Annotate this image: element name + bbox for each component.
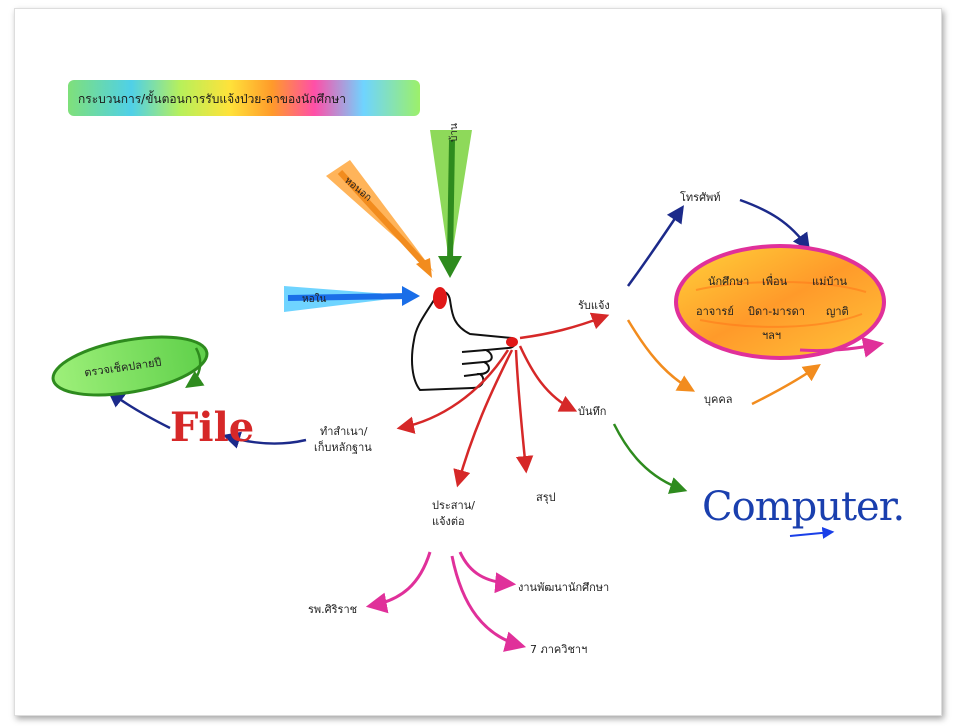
group-row2-c: ญาติ xyxy=(826,305,849,318)
label-computer: Computer. xyxy=(702,484,905,530)
arrow-to-coordinate xyxy=(453,349,514,488)
arrow-to-departments xyxy=(450,555,527,652)
arrow-phone-to-group xyxy=(739,198,810,251)
group-row1-c: แม่บ้าน xyxy=(812,275,848,288)
arrow-dorm-outside xyxy=(326,160,434,278)
label-phone: โทรศัพท์ xyxy=(680,191,721,204)
people-group-oval xyxy=(674,244,886,360)
label-file: File xyxy=(170,404,255,451)
title-highlight xyxy=(68,80,420,116)
arrow-to-person xyxy=(626,319,696,392)
label-coordinate-1: ประสาน/ xyxy=(432,499,475,512)
diagram-title: กระบวนการ/ขั้นตอนการรับแจ้งป่วย-ลาของนัก… xyxy=(78,92,347,106)
label-person: บุคคล xyxy=(704,393,733,406)
label-coordinate-2: แจ้งต่อ xyxy=(432,515,465,528)
label-dorm-inside: หอใน xyxy=(302,294,327,305)
label-departments: 7 ภาควิชาฯ xyxy=(530,643,588,656)
arrow-to-copy xyxy=(396,349,510,434)
arrow-to-hospital xyxy=(365,551,432,614)
arrow-person-to-group xyxy=(751,363,821,406)
arrow-to-check xyxy=(107,389,171,430)
arrow-to-phone xyxy=(626,205,684,287)
arrow-to-report xyxy=(519,312,610,340)
label-summary: สรุป xyxy=(536,491,556,504)
arrow-to-file xyxy=(222,431,307,449)
arrow-to-record xyxy=(518,345,578,412)
group-row2-b: บิดา-มารดา xyxy=(748,305,805,318)
label-report: รับแจ้ง xyxy=(578,299,610,312)
arrow-to-student-dev xyxy=(458,551,517,594)
group-row3: ฯลฯ xyxy=(762,329,782,342)
pointing-hand-icon xyxy=(411,287,518,392)
arrow-to-computer xyxy=(612,423,688,494)
group-row2-a: อาจารย์ xyxy=(696,305,734,318)
label-home: บ้าน xyxy=(449,123,460,142)
arrow-dorm-inside xyxy=(284,286,420,312)
group-row1-a: นักศึกษา xyxy=(708,275,750,288)
label-record: บันทึก xyxy=(578,405,607,418)
group-row1-b: เพื่อน xyxy=(762,275,788,288)
label-copy-1: ทำสำเนา/ xyxy=(320,425,368,438)
label-copy-2: เก็บหลักฐาน xyxy=(314,441,372,454)
arrow-to-summary xyxy=(514,349,534,474)
label-student-dev: งานพัฒนานักศึกษา xyxy=(518,581,610,594)
computer-underline xyxy=(789,526,835,539)
check-oval xyxy=(51,335,209,397)
label-hospital: รพ.ศิริราช xyxy=(308,603,358,616)
arrow-home xyxy=(430,130,472,278)
